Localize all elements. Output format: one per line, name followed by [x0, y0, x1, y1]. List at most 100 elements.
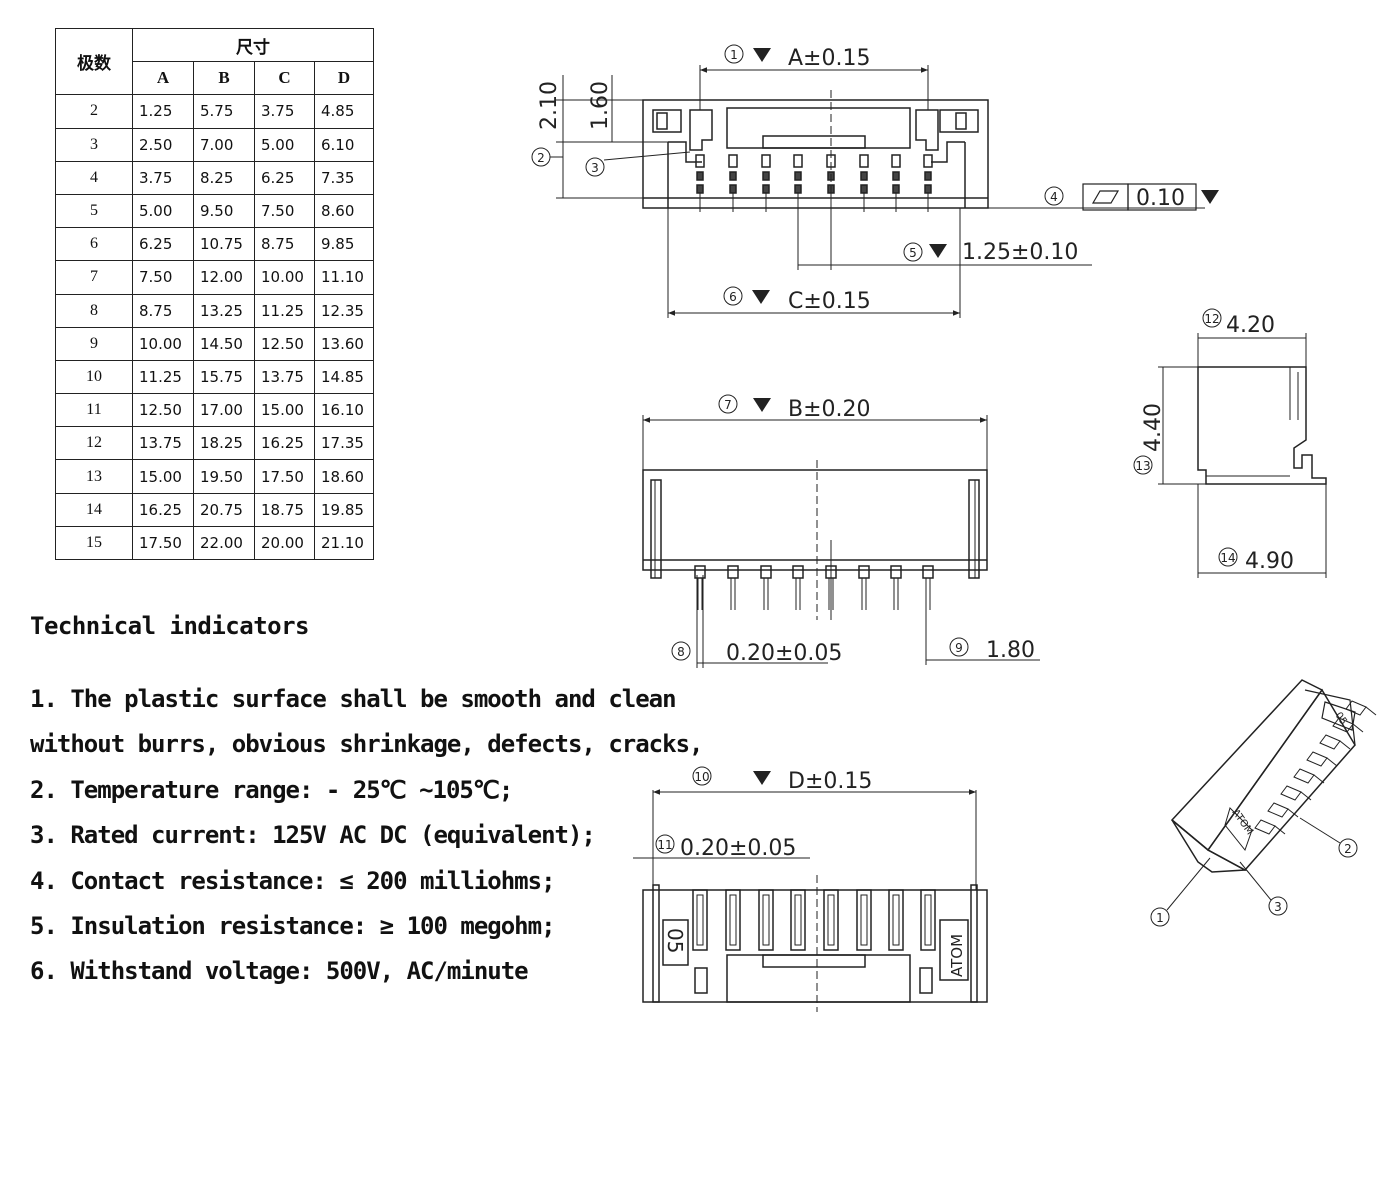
top-view: 1 A±0.15 2.10 1.60 2 3 4 0.10 5 1.25±0.1…: [531, 44, 1219, 318]
front-pin: [922, 565, 934, 610]
callout-3: 3: [591, 161, 599, 175]
side-base-label: 4.90: [1245, 549, 1294, 574]
isometric-view: ATOM 05 1 2 3: [1150, 679, 1377, 927]
pitch-label: 1.25±0.10: [962, 240, 1078, 265]
pole-count-cell: 7: [55, 260, 133, 295]
marking-count: 05: [663, 928, 687, 953]
size-cell: 11.25: [254, 293, 315, 328]
iso-pin: [1306, 751, 1338, 767]
size-cell: 17.00: [193, 393, 255, 428]
size-cell: 15.00: [132, 459, 194, 494]
pole-count-cell: 12: [55, 426, 133, 461]
bottom-slot: [888, 889, 904, 951]
bottom-slot: [692, 889, 708, 951]
dim-a-label: A±0.15: [788, 46, 870, 71]
iso-pin: [1293, 768, 1325, 784]
front-pin: [694, 565, 706, 610]
iso-pin: [1332, 717, 1364, 733]
size-cell: 4.85: [314, 94, 374, 129]
size-cell: 19.85: [314, 492, 374, 527]
top-pin: [728, 154, 738, 212]
top-pin: [793, 154, 803, 212]
iso-callout-3: 3: [1274, 900, 1282, 914]
front-pin: [825, 565, 837, 610]
technical-item: 4. Contact resistance: ≤ 200 milliohms;: [30, 866, 556, 895]
pin-len-label: 1.80: [986, 638, 1035, 663]
front-pin: [760, 565, 772, 610]
iso-callout-2: 2: [1344, 842, 1352, 856]
callout-13: 13: [1135, 459, 1150, 473]
pole-count-cell: 11: [55, 393, 133, 428]
size-cell: 16.25: [132, 492, 194, 527]
iso-pin: [1345, 700, 1377, 716]
size-cell: 17.35: [314, 426, 374, 461]
top-pin: [891, 154, 901, 212]
pole-count-cell: 14: [55, 492, 133, 527]
bottom-slot: [823, 889, 839, 951]
size-cell: 5.00: [132, 193, 194, 229]
callout-14: 14: [1220, 551, 1235, 565]
dim-h2-label: 1.60: [588, 81, 613, 130]
size-cell: 13.75: [254, 359, 315, 395]
size-cell: 5.00: [254, 127, 315, 162]
size-cell: 12.50: [254, 326, 315, 361]
size-cell: 3.75: [254, 94, 315, 129]
size-cell: 13.25: [193, 293, 255, 328]
bottom-slot: [856, 889, 872, 951]
bottom-slot: [920, 889, 936, 951]
technical-list: 1. The plastic surface shall be smooth a…: [30, 680, 703, 998]
top-pin: [761, 154, 771, 212]
size-cell: 9.50: [193, 193, 255, 229]
side-height-label: 4.40: [1141, 403, 1166, 452]
col-header-b: B: [193, 61, 255, 96]
size-cell: 18.25: [193, 426, 255, 461]
flatness-label: 0.10: [1136, 186, 1185, 211]
front-pin: [727, 565, 739, 610]
pin-width-label: 0.20±0.05: [726, 641, 842, 666]
size-cell: 17.50: [132, 525, 194, 561]
size-cell: 8.75: [132, 293, 194, 328]
side-width-label: 4.20: [1226, 313, 1275, 338]
size-cell: 10.00: [254, 260, 315, 295]
pole-count-cell: 10: [55, 359, 133, 395]
technical-item: 6. Withstand voltage: 500V, AC/minute: [30, 957, 529, 986]
iso-pin: [1280, 785, 1312, 801]
technical-title: Technical indicators: [30, 612, 309, 640]
size-header: 尺寸: [132, 27, 374, 63]
dim-d-label: D±0.15: [788, 769, 872, 794]
pole-count-cell: 8: [55, 293, 133, 328]
technical-item: 1. The plastic surface shall be smooth a…: [30, 685, 677, 713]
technical-item: 5. Insulation resistance: ≥ 100 megohm;: [30, 911, 556, 940]
size-cell: 8.75: [254, 227, 315, 262]
iso-pin: [1254, 819, 1286, 835]
col-header-c: C: [254, 61, 315, 96]
size-cell: 7.35: [314, 160, 374, 195]
thickness-label: 0.20±0.05: [680, 836, 796, 861]
callout-4: 4: [1050, 190, 1058, 204]
dim-h1-label: 2.10: [537, 81, 562, 130]
size-cell: 7.50: [132, 260, 194, 295]
size-cell: 1.25: [132, 94, 194, 129]
size-cell: 20.00: [254, 525, 315, 561]
iso-marking-brand: ATOM: [1230, 807, 1255, 837]
pole-count-cell: 6: [55, 227, 133, 262]
dim-b-label: B±0.20: [788, 397, 871, 422]
top-pin: [695, 154, 705, 212]
callout-10: 10: [694, 770, 709, 784]
bottom-slot: [758, 889, 774, 951]
col-header-d: D: [314, 61, 374, 96]
callout-11: 11: [657, 838, 672, 852]
